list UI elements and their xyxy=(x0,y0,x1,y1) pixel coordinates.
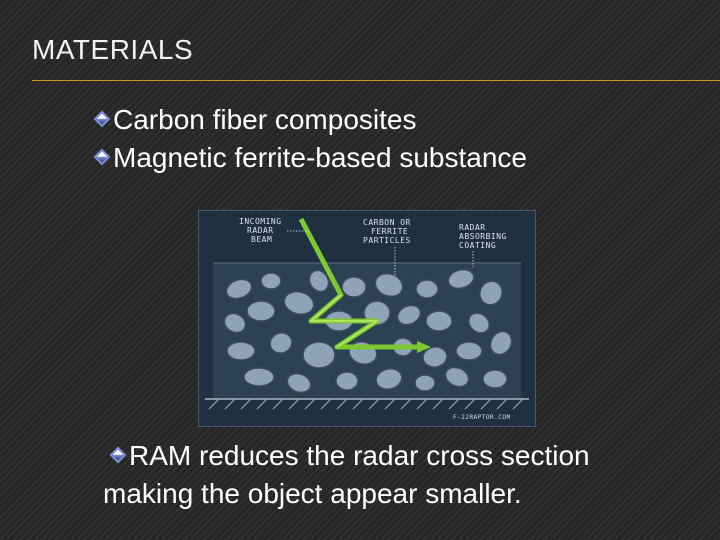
label-coating-2: ABSORBING xyxy=(459,232,507,241)
label-particles-3: PARTICLES xyxy=(363,236,411,245)
ram-diagram-image: INCOMING RADAR BEAM CARBON OR FERRITE PA… xyxy=(198,210,536,427)
label-incoming-1: INCOMING xyxy=(239,217,282,226)
beam-arrowhead-icon xyxy=(417,341,431,353)
bullet-carbon-fiber: Carbon fiber composites xyxy=(93,104,417,136)
label-incoming-2: RADAR xyxy=(247,226,274,235)
label-coating-3: COATING xyxy=(459,241,496,250)
bullet-ram-note: RAM reduces the radar cross section xyxy=(109,440,590,472)
diamond-bullet-icon xyxy=(93,110,111,128)
label-incoming-3: BEAM xyxy=(251,235,272,244)
radar-beam-highlight xyxy=(308,294,380,348)
bullet-text: Magnetic ferrite-based substance xyxy=(113,142,527,173)
bullet-ferrite: Magnetic ferrite-based substance xyxy=(93,142,527,174)
bullet-ram-note-continued: making the object appear smaller. xyxy=(103,478,522,509)
figure-credit: F-22RAPTOR.COM xyxy=(453,414,511,421)
label-particles-1: CARBON OR xyxy=(363,218,411,227)
bullet-text: RAM reduces the radar cross section xyxy=(129,440,590,471)
diamond-bullet-icon xyxy=(93,148,111,166)
label-particles-2: FERRITE xyxy=(371,227,408,236)
diamond-bullet-icon xyxy=(109,446,127,464)
slide-title: MATERIALS xyxy=(32,34,194,65)
title-divider xyxy=(32,80,720,81)
ferrite-particles xyxy=(223,268,513,394)
bullet-text: Carbon fiber composites xyxy=(113,104,417,135)
ground-hatching xyxy=(208,398,524,410)
label-coating-1: RADAR xyxy=(459,223,486,232)
